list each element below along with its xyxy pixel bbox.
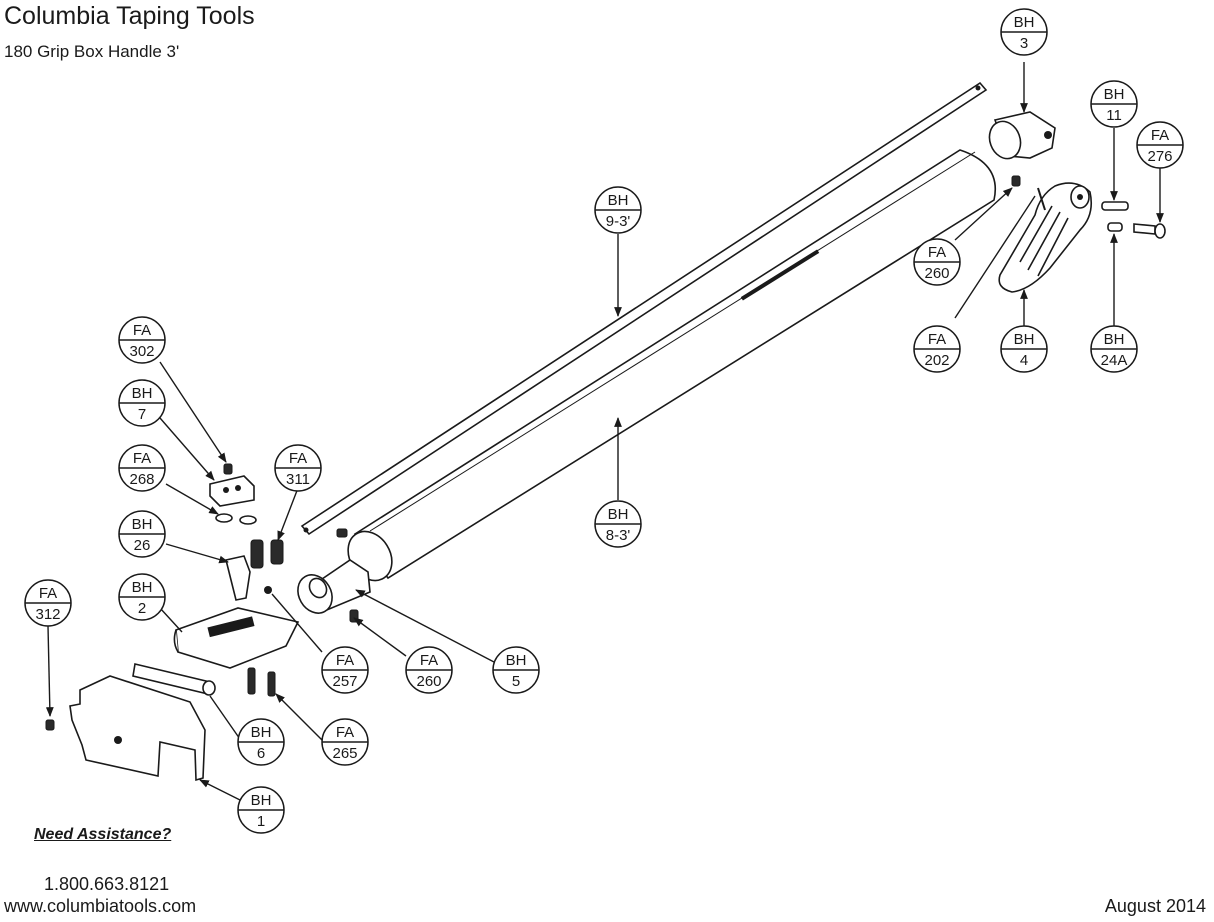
callout-bh-7-top: BH: [132, 385, 153, 402]
part-pins: [1011, 175, 1166, 239]
callout-bh-11-top: BH: [1104, 86, 1125, 103]
callout-fa-312-top: FA: [39, 585, 57, 602]
callout-bh-11: BH 11: [1090, 80, 1138, 128]
callout-fa-268-top: FA: [133, 450, 151, 467]
callout-bh-26-top: BH: [132, 516, 153, 533]
callout-bh-3-bottom: 3: [1020, 35, 1028, 52]
part-strip: [300, 81, 988, 536]
revision-date: August 2014: [1104, 896, 1206, 916]
callout-bh-7: BH 7: [118, 379, 166, 427]
callout-bh-26-bottom: 26: [134, 537, 151, 554]
part-washers: [215, 513, 257, 525]
callout-bh-1: BH 1: [237, 786, 285, 834]
callout-fa-257: FA 257: [321, 646, 369, 694]
callout-fa-312: FA 312: [24, 579, 72, 627]
callout-bh-5-top: BH: [506, 652, 527, 669]
callout-bh-8-3: BH 8-3': [594, 500, 642, 548]
callout-fa-202-bottom: 202: [924, 352, 949, 369]
callout-bh-8-3-bottom: 8-3': [606, 527, 631, 544]
callout-fa-302-top: FA: [133, 322, 151, 339]
callout-fa-276-top: FA: [1151, 127, 1169, 144]
callout-bh-1-bottom: 1: [257, 813, 265, 830]
part-hinge-block: [297, 528, 371, 614]
part-tube: [347, 149, 996, 582]
callout-bh-5: BH 5: [492, 646, 540, 694]
page-subtitle: 180 Grip Box Handle 3': [4, 42, 180, 61]
phone-number[interactable]: 1.800.663.8121: [44, 874, 170, 894]
part-screws-265: [247, 609, 359, 697]
callout-bh-8-3-top: BH: [608, 506, 629, 523]
callout-fa-276: FA 276: [1136, 121, 1184, 169]
part-box-plate: [173, 607, 300, 669]
callout-bh-6-top: BH: [251, 724, 272, 741]
callout-fa-265-bottom: 265: [332, 745, 357, 762]
page-title: Columbia Taping Tools: [4, 2, 255, 30]
callout-fa-268: FA 268: [118, 444, 166, 492]
callout-bh-3-top: BH: [1014, 14, 1035, 31]
part-end-collar: [988, 111, 1056, 160]
callout-fa-311: FA 311: [274, 444, 322, 492]
part-small-block: [209, 463, 255, 507]
callout-bh-7-bottom: 7: [138, 406, 146, 423]
callout-bh-26: BH 26: [118, 510, 166, 558]
callout-bh-9-3-top: BH: [608, 192, 629, 209]
part-clip: [225, 555, 272, 601]
part-base-bracket: [45, 675, 206, 782]
callout-fa-260-low: FA 260: [405, 646, 453, 694]
callout-bh-3: BH 3: [1000, 8, 1048, 56]
callout-bh-24a: BH 24A: [1090, 325, 1138, 373]
callout-fa-202-top: FA: [928, 331, 946, 348]
callout-bh-4-top: BH: [1014, 331, 1035, 348]
callout-fa-202: FA 202: [913, 325, 961, 373]
callout-bh-2-top: BH: [132, 579, 153, 596]
callout-fa-312-bottom: 312: [35, 606, 60, 623]
callout-bh-4: BH 4: [1000, 325, 1048, 373]
callout-fa-265: FA 265: [321, 718, 369, 766]
callout-fa-268-bottom: 268: [129, 471, 154, 488]
callout-bh-24a-bottom: 24A: [1101, 352, 1128, 369]
callout-fa-260-low-bottom: 260: [416, 673, 441, 690]
callout-fa-260-low-top: FA: [420, 652, 438, 669]
callout-fa-257-top: FA: [336, 652, 354, 669]
callout-fa-311-top: FA: [289, 450, 307, 467]
part-rod: [132, 663, 216, 696]
callout-bh-1-top: BH: [251, 792, 272, 809]
callout-bh-4-bottom: 4: [1020, 352, 1028, 369]
callout-bh-2: BH 2: [118, 573, 166, 621]
callout-fa-276-bottom: 276: [1147, 148, 1172, 165]
part-cap-screws: [250, 539, 284, 569]
callout-bh-24a-top: BH: [1104, 331, 1125, 348]
callout-bh-11-bottom: 11: [1106, 107, 1122, 124]
callout-fa-302: FA 302: [118, 316, 166, 364]
callout-fa-260-top-top: FA: [928, 244, 946, 261]
website-link[interactable]: www.columbiatools.com: [4, 896, 197, 916]
callout-bh-6-bottom: 6: [257, 745, 265, 762]
callout-bh-9-3: BH 9-3': [594, 186, 642, 234]
callout-fa-260-top: FA 260: [913, 238, 961, 286]
callout-bh-9-3-bottom: 9-3': [606, 213, 631, 230]
callout-fa-257-bottom: 257: [332, 673, 357, 690]
part-grip-handle: [998, 182, 1093, 293]
callout-fa-260-top-bottom: 260: [924, 265, 949, 282]
callout-fa-302-bottom: 302: [129, 343, 154, 360]
leader-lines: [45, 62, 1164, 801]
assistance-heading: Need Assistance?: [34, 826, 172, 843]
callout-bh-6: BH 6: [237, 718, 285, 766]
callout-fa-265-top: FA: [336, 724, 354, 741]
callout-bh-5-bottom: 5: [512, 673, 520, 690]
callout-bh-2-bottom: 2: [138, 600, 146, 617]
callout-fa-311-bottom: 311: [286, 471, 310, 488]
